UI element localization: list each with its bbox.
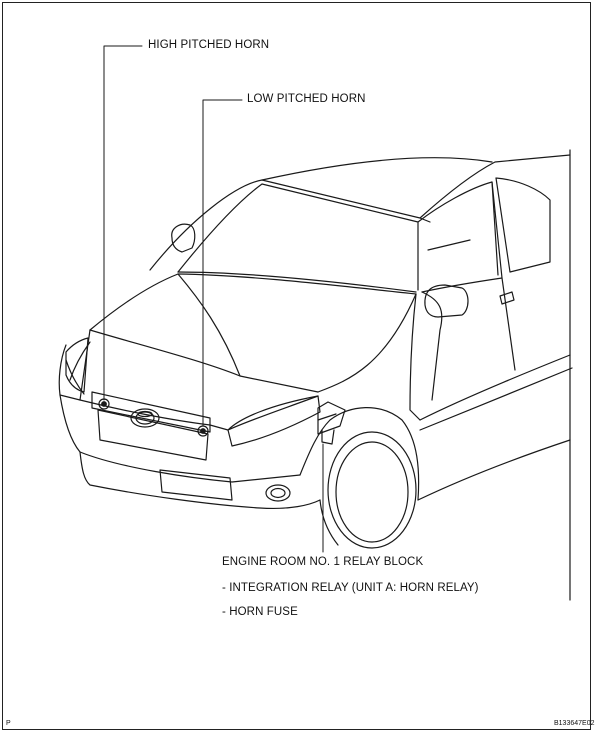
relay-block-part xyxy=(317,401,346,445)
headlights xyxy=(65,337,321,447)
lower-bumper xyxy=(79,451,321,510)
toyota-emblem xyxy=(130,408,160,428)
body-side xyxy=(409,149,573,601)
relay-block-label: ENGINE ROOM NO. 1 RELAY BLOCK xyxy=(222,556,424,568)
figure-id: B133647E02 xyxy=(554,720,595,727)
high-pitched-horn-label: HIGH PITCHED HORN xyxy=(148,39,270,51)
side-mirror xyxy=(424,284,469,318)
corner-mark: P xyxy=(6,720,11,727)
leader-lines xyxy=(103,45,324,553)
integration-relay-label: - INTEGRATION RELAY (UNIT A: HORN RELAY) xyxy=(222,582,479,594)
front-fascia xyxy=(58,329,319,483)
side-windows xyxy=(417,177,551,293)
low-pitched-horn-part xyxy=(197,425,209,437)
low-pitched-horn-label: LOW PITCHED HORN xyxy=(247,93,366,105)
horn-fuse-label: - HORN FUSE xyxy=(222,606,298,618)
far-side-mirror xyxy=(171,223,196,253)
front-wheel xyxy=(299,407,420,549)
high-horn-leader xyxy=(103,45,143,401)
windshield xyxy=(177,183,419,293)
hood xyxy=(89,273,417,393)
low-horn-leader xyxy=(202,99,243,427)
